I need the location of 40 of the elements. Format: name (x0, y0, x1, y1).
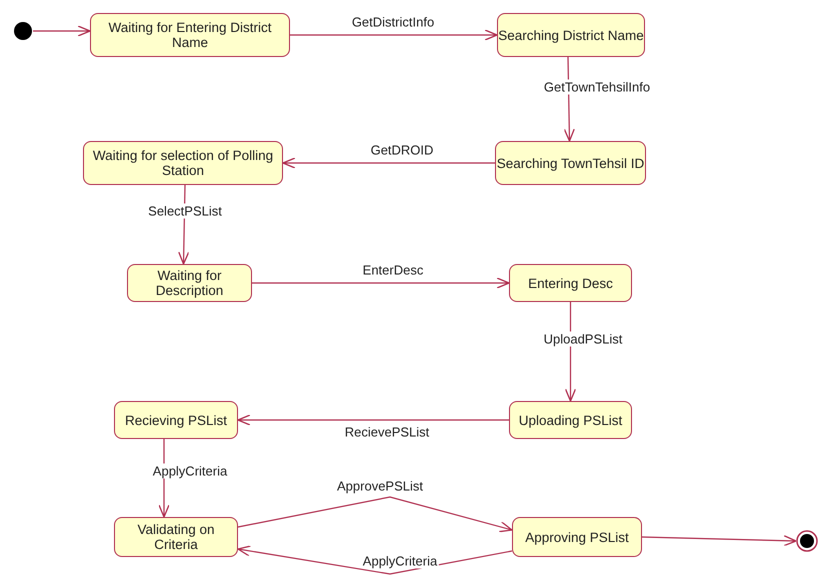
state-box (509, 264, 632, 302)
state-box (512, 517, 642, 557)
transition-arrow (290, 29, 498, 41)
state-name: Searching TownTehsil ID (496, 156, 644, 170)
state-name: Searching District Name (498, 28, 644, 42)
transition-arrow (238, 496, 513, 532)
state-name: Approving PSList (525, 530, 629, 544)
transition-arrow (642, 535, 797, 546)
edge-label: GetTownTehsilInfo (542, 80, 652, 94)
transition-arrow (282, 157, 495, 169)
state-box (114, 517, 238, 557)
state-box (495, 141, 646, 185)
edge-label: ApprovePSList (335, 478, 425, 494)
state-name: Entering Desc (528, 276, 613, 290)
state-box (127, 264, 252, 302)
state-box (83, 141, 283, 185)
state-box (114, 401, 238, 439)
edge-label: RecievePSList (342, 424, 432, 440)
state-box (90, 13, 290, 57)
state-name: Waiting for Entering District Name (107, 20, 273, 50)
state-name: Uploading PSList (518, 412, 622, 428)
edge-label: GetDistrictInfo (350, 14, 436, 30)
edge-label: ApplyCriteria (360, 554, 440, 568)
transition-arrow (33, 25, 91, 37)
edge-label: ApplyCriteria (150, 464, 230, 478)
state-name: Validating on Criteria (136, 522, 216, 552)
initial-state (13, 21, 33, 41)
state-name: Recieving PSList (124, 412, 228, 428)
edge-label: UploadPSList (542, 332, 624, 346)
state-box (509, 401, 632, 439)
state-name: Waiting for selection of Polling Station (92, 148, 274, 178)
state-box (497, 13, 645, 57)
edge-label: GetDROID (368, 142, 436, 158)
transition-arrow (237, 545, 512, 575)
final-state (796, 530, 818, 552)
state-name: Waiting for Description (154, 268, 224, 298)
edge-label: EnterDesc (360, 262, 426, 278)
edge-label: SelectPSList (146, 204, 224, 218)
transition-arrow (252, 277, 510, 289)
transition-arrow (237, 414, 509, 426)
